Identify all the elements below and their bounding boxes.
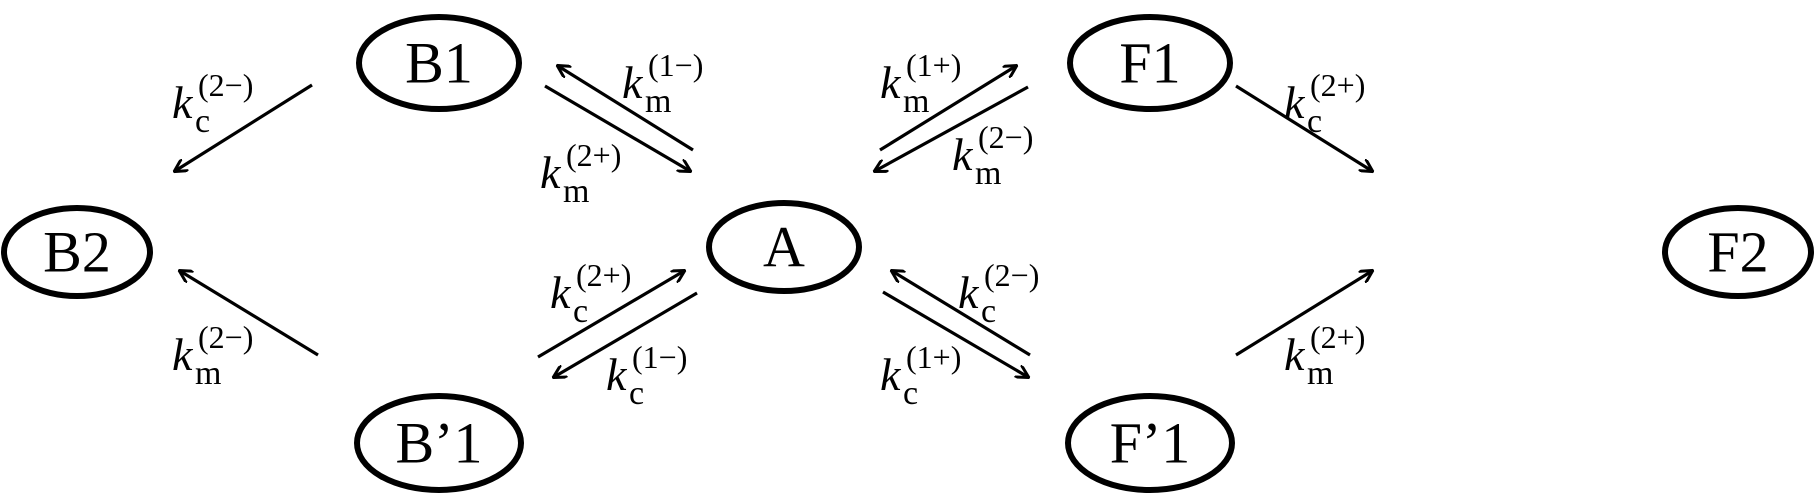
arrow-A-B1 (558, 66, 694, 152)
rate-symbol: k (1284, 329, 1306, 380)
rate-symbol: k (172, 329, 194, 380)
node-label: F’1 (1110, 411, 1191, 476)
rate-symbol: k (952, 129, 974, 180)
rate-superscript: (1−) (648, 47, 703, 83)
rate-superscript: (2−) (198, 319, 253, 355)
rate-symbol: k (958, 267, 980, 318)
rate-symbol: k (540, 147, 562, 198)
node-label: F2 (1707, 220, 1768, 285)
arrow-A-F1 (879, 66, 1016, 152)
rate-superscript: (2−) (198, 67, 253, 103)
rate-symbol: k (606, 349, 628, 400)
node-A: A (706, 200, 862, 294)
node-Fprime1: F’1 (1065, 393, 1235, 493)
rate-superscript: (1+) (906, 47, 961, 83)
rate-subscript: m (975, 155, 1001, 192)
node-Bprime1: B’1 (354, 393, 524, 493)
rate-symbol: k (880, 349, 902, 400)
node-label: A (763, 215, 805, 280)
node-label: B’1 (396, 411, 483, 476)
rate-superscript: (2−) (984, 257, 1039, 293)
rate-superscript: (2+) (566, 137, 621, 173)
rate-symbol: k (172, 77, 194, 128)
arrow-B1-A (544, 84, 690, 171)
arrow-A-Fprime1 (882, 290, 1028, 377)
node-B1: B1 (356, 14, 522, 112)
arrow-Fprime1-F2 (1235, 271, 1372, 357)
rate-subscript: m (1307, 355, 1333, 392)
arrow-Bprime1-B2 (180, 271, 319, 357)
node-B2: B2 (1, 205, 153, 299)
arrow-F1-A (875, 85, 1029, 171)
node-label: B2 (43, 220, 111, 285)
rate-superscript: (2+) (576, 257, 631, 293)
rate-subscript: c (629, 375, 644, 412)
rate-subscript: c (1307, 103, 1322, 140)
node-label: F1 (1119, 31, 1180, 96)
rate-symbol: k (550, 267, 572, 318)
rate-subscript: m (903, 83, 929, 120)
arrow-A-Bprime1 (554, 291, 698, 377)
rate-superscript: (1+) (906, 339, 961, 375)
rate-subscript: m (645, 83, 671, 120)
rate-subscript: c (195, 103, 210, 140)
arrow-Fprime1-A (892, 271, 1031, 357)
rate-superscript: (1−) (632, 339, 687, 375)
arrow-Bprime1-A (537, 271, 684, 359)
rate-symbol: k (880, 57, 902, 108)
rate-superscript: (2+) (1310, 319, 1365, 355)
rate-subscript: c (903, 375, 918, 412)
arrow-F1-F2 (1235, 84, 1372, 171)
rate-superscript: (2+) (1310, 67, 1365, 103)
rate-subscript: m (195, 355, 221, 392)
node-F2: F2 (1662, 205, 1814, 299)
node-F1: F1 (1067, 14, 1233, 112)
rate-superscript: (2−) (978, 119, 1033, 155)
rate-subscript: c (981, 293, 996, 330)
rate-symbol: k (622, 57, 644, 108)
node-label: B1 (405, 31, 473, 96)
rate-symbol: k (1284, 77, 1306, 128)
rate-subscript: m (563, 173, 589, 210)
rate-subscript: c (573, 293, 588, 330)
arrow-B1-B2 (175, 83, 313, 171)
